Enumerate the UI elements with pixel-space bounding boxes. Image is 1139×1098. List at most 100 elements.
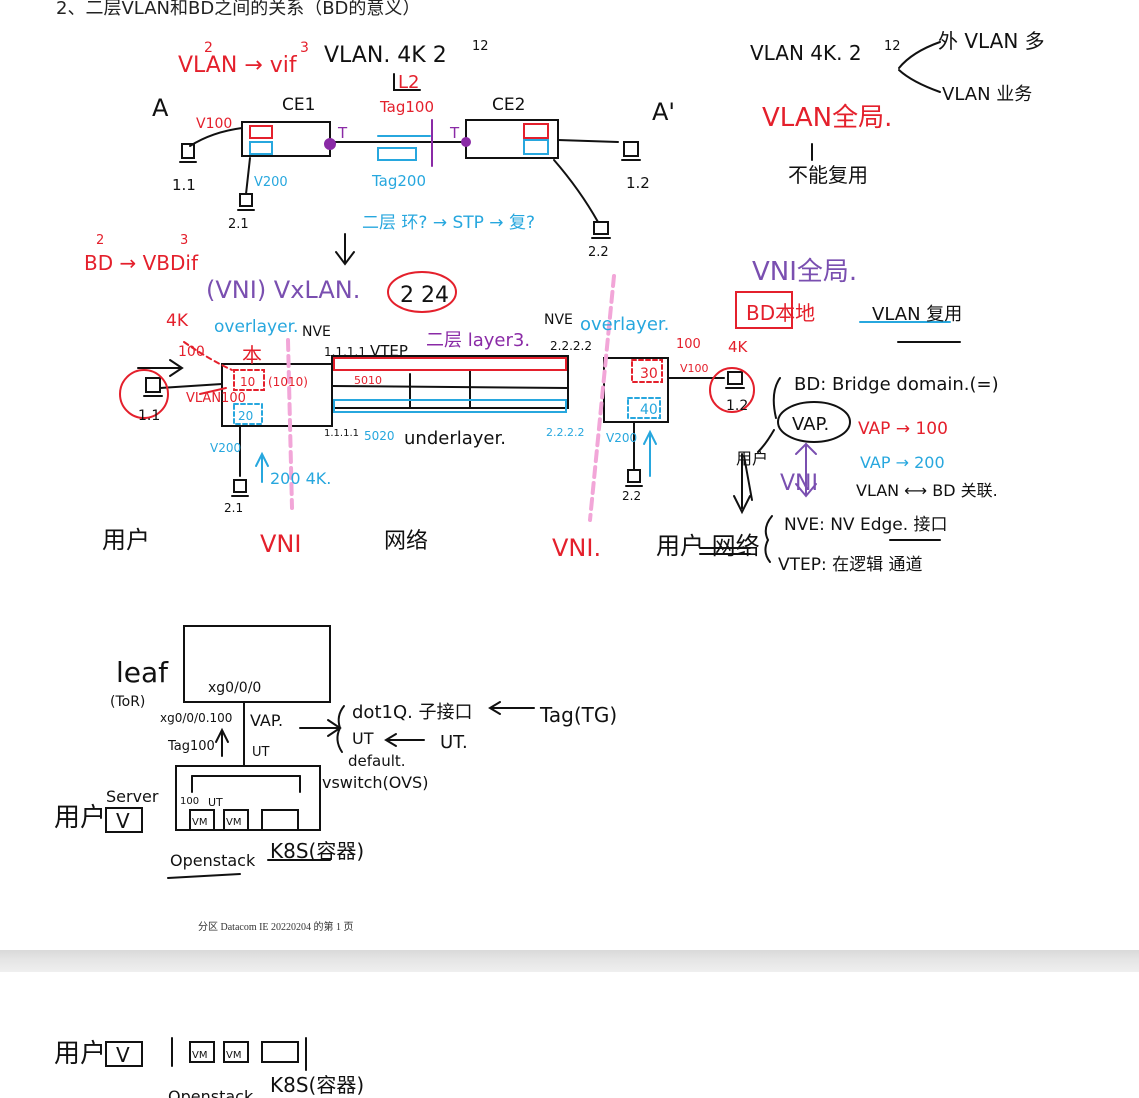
note-v200c: V200 (606, 431, 637, 445)
page-footer: 分区 Datacom IE 20220204 的第 1 页 (198, 922, 354, 933)
note-vlan-service: VLAN 业务 (942, 84, 1032, 105)
note-tag100b: Tag100 (167, 739, 215, 754)
note-vm-2: VM (226, 817, 241, 828)
note-ip-22: 2.2 (588, 245, 609, 260)
note-ut: UT (252, 745, 270, 760)
note-vlan-reuse: VLAN 复用 (872, 304, 962, 325)
note-vlan100: VLAN100 (186, 391, 246, 406)
note-ce1: CE1 (282, 95, 315, 115)
note-host-a: A (152, 94, 169, 122)
note-v200: V200 (254, 175, 288, 190)
note-vtep: VTEP (370, 342, 408, 360)
note-user-side: 用户 (736, 449, 768, 468)
note-overlayer-left: overlayer. (214, 317, 298, 337)
note-ip-21: 2.1 (228, 217, 249, 232)
note-tag200: Tag200 (371, 172, 426, 190)
note-tag100: Tag100 (379, 98, 434, 116)
note-ip-11: 1.1 (172, 176, 196, 194)
note-ip-2222: 2.2.2.2 (550, 339, 592, 353)
page-1: 2、二层VLAN和BD之间的关系（BD的意义） (54, 0, 1045, 933)
note-user: 用户 (102, 526, 150, 554)
note-leaf: leaf (116, 656, 169, 689)
note-ip-2222b: 2.2.2.2 (546, 426, 584, 439)
note-tag-tg: Tag(TG) (539, 703, 617, 727)
note-ip-11b: 1.1 (138, 408, 160, 424)
note-n100b: 100 (180, 796, 199, 807)
note-tor: (ToR) (110, 694, 145, 710)
note-v: V (116, 809, 130, 833)
note-underlayer: underlayer. (404, 428, 506, 449)
note-bd-vbdif: BD → VBDif (84, 251, 199, 275)
note-vm-1: VM (192, 817, 207, 828)
note-vni-global: VNI全局. (752, 257, 857, 287)
note-vni-label-paren: (VNI) VxLAN. (206, 276, 360, 304)
note-vni-label: VNI (260, 530, 301, 558)
note-nve-left: NVE (302, 324, 331, 340)
note-exp-12-right: 12 (884, 39, 901, 54)
note-user3: 用户 (54, 1039, 106, 1069)
note-trunk-2: T (449, 124, 460, 142)
note-trunk-1: T (337, 124, 348, 142)
note-exp-12: 12 (472, 39, 489, 54)
note-vap-200: VAP → 200 (860, 453, 945, 472)
note-no-reuse: 不能复用 (788, 163, 868, 187)
note-vlan-global: VLAN全局. (762, 103, 892, 133)
note-n100: 100 (178, 344, 205, 360)
note-nve-right: NVE (544, 312, 573, 328)
note-vlan-4k-right: VLAN 4K. 2 (750, 41, 862, 65)
note-vm-4: VM (226, 1050, 241, 1061)
note-ut2: UT (352, 729, 374, 748)
note-ip-12: 1.2 (626, 174, 650, 192)
note-ip-21b: 2.1 (224, 501, 243, 515)
note-bd30: 30 (640, 366, 658, 382)
note-nve-def: NVE: NV Edge. 接口 (784, 515, 948, 535)
note-l2-l3: 二层 layer3. (426, 330, 530, 351)
note-bd-def: BD: Bridge domain.(=) (794, 374, 999, 395)
note-vlan-4k: VLAN. 4K 2 (324, 43, 447, 68)
note-v2: V (116, 1043, 130, 1067)
note-v200b: V200 (210, 441, 241, 455)
note-ip-1111: 1.1.1.1 (324, 345, 366, 359)
page-2: 用户 V VM VM Openstack K8S(容器) (0, 972, 1139, 1098)
note-vap: VAP. (792, 414, 829, 435)
note-sup-3: 3 (300, 40, 309, 56)
note-xg: xg0/0/0 (208, 680, 261, 696)
note-vswitch: vswitch(OVS) (322, 773, 428, 792)
note-vap-100: VAP → 100 (858, 419, 948, 439)
note-vtep-def: VTEP: 在逻辑 通道 (778, 555, 923, 575)
note-bd1010: (1010) (268, 375, 308, 389)
note-server: Server (106, 787, 159, 806)
note-local: 本 (242, 343, 262, 367)
note-vni-mid: VNI (780, 471, 818, 496)
note-default: default. (348, 752, 406, 770)
note-xg-sub: xg0/0/0.100 (160, 711, 232, 725)
note-200-4k: 200 4K. (270, 469, 331, 488)
note-ut3: UT. (440, 732, 468, 753)
note-host-a2: A' (652, 98, 675, 126)
note-k8s2: K8S(容器) (270, 1073, 364, 1097)
note-vni-label2: VNI. (552, 534, 601, 562)
note-vni-5020: 5020 (364, 429, 395, 443)
note-vlan-bd: VLAN ⟷ BD 关联. (856, 481, 998, 500)
note-vm-3: VM (192, 1050, 207, 1061)
note-l2: L2 (398, 72, 419, 93)
note-ce2: CE2 (492, 95, 525, 115)
note-sup-2b: 2 (96, 233, 104, 248)
note-ut4: UT (208, 796, 223, 809)
note-dot1q: dot1Q. 子接口 (352, 702, 473, 723)
handwritten-notes-canvas: VLAN → vif 2 3 VLAN. 4K 2 12 L2 A A' CE1… (54, 29, 1045, 879)
note-network: 网络 (384, 529, 428, 554)
note-overlayer-right: overlayer. (580, 314, 669, 335)
note-loop-stp: 二层 环? → STP → 复? (362, 213, 535, 233)
note-n100-right: 100 (676, 337, 701, 352)
note-user2: 用户 (54, 803, 106, 833)
note-user-network: 用户 网络 (656, 532, 760, 560)
note-v100: V100 (196, 116, 232, 132)
note-4k: 4K (166, 311, 189, 331)
note-sup-3b: 3 (180, 233, 188, 248)
note-sup-2: 2 (204, 40, 213, 56)
note-openstack: Openstack (170, 851, 256, 870)
note-vap2: VAP. (250, 711, 283, 730)
note-ip-1111b: 1.1.1.1 (324, 428, 359, 439)
handwritten-notes-canvas-2: 用户 V VM VM Openstack K8S(容器) (54, 1037, 364, 1098)
